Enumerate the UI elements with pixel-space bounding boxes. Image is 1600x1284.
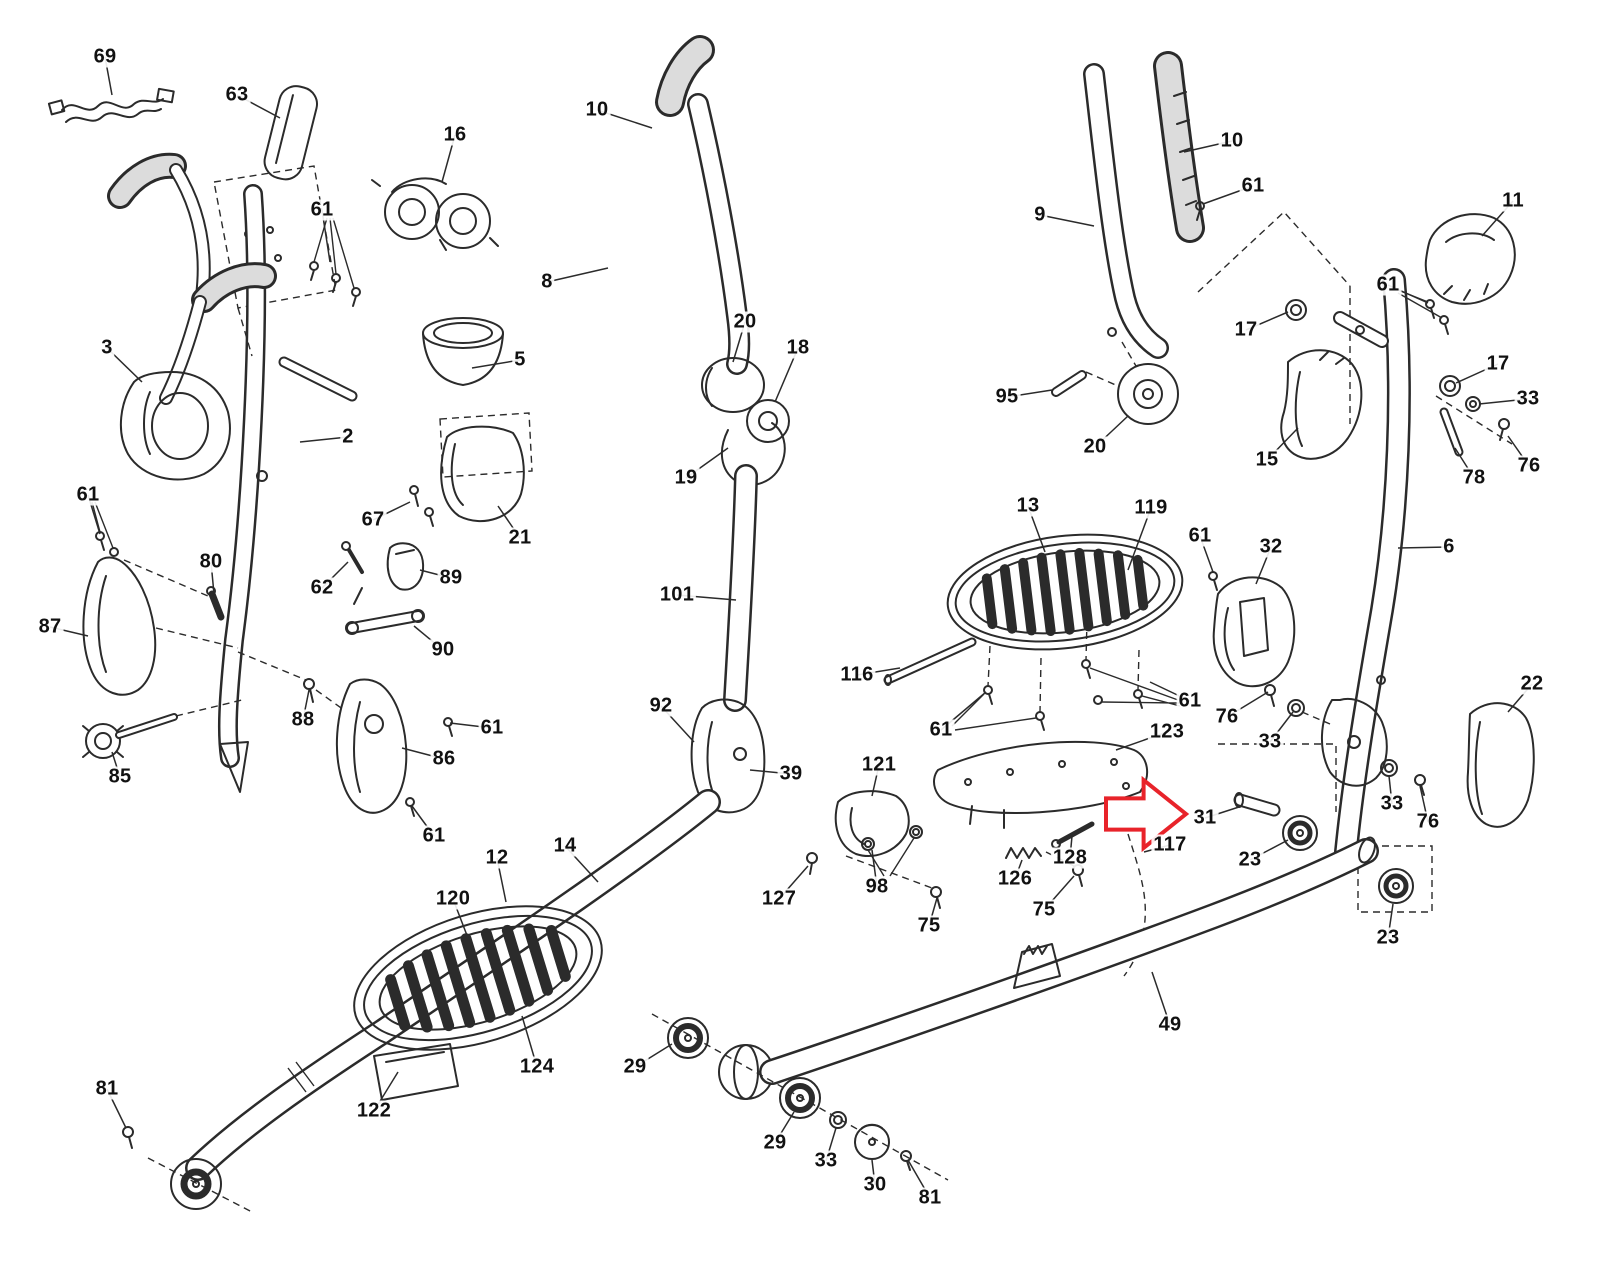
right-upright-assembly (1051, 51, 1516, 864)
rear-rail-assembly (651, 836, 1379, 1181)
console-mast-assembly (213, 85, 361, 793)
right-pedal-assembly (806, 533, 1535, 977)
left-swing-arm (655, 35, 790, 814)
left-pedal (353, 905, 603, 1051)
left-handlebar-assembly (107, 152, 277, 481)
wire-harness (47, 87, 175, 123)
highlight-arrow (1104, 775, 1190, 853)
cup-holder-parts (341, 177, 533, 635)
left-pedal-arm (122, 789, 721, 1213)
left-shield-covers (82, 501, 453, 817)
right-pedal (946, 533, 1184, 651)
